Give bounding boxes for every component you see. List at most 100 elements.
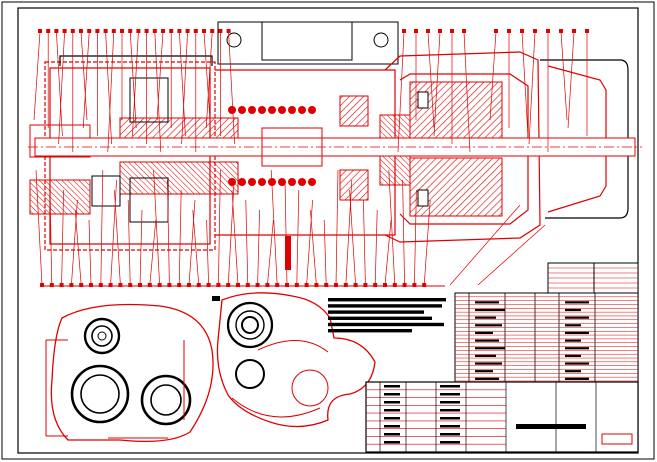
top-bracket: [217, 21, 399, 65]
balloon-leader-top: [177, 29, 186, 137]
balloon-leader-top: [489, 29, 498, 121]
balloon-leader-top: [169, 29, 174, 128]
spring-coil: [298, 106, 306, 114]
parts-table-cell-text: [475, 324, 502, 327]
balloon-leader-top: [193, 29, 198, 152]
parts-table-cell-text: [565, 301, 589, 304]
balloon-leader-bottom: [206, 219, 211, 287]
balloon-leader-bottom: [49, 179, 54, 287]
balloon-leader-top: [205, 29, 215, 129]
balloon-leader-bottom: [69, 199, 78, 287]
balloon-leader-top: [397, 29, 406, 153]
balloon-leader-top: [46, 29, 51, 128]
balloon-leader-top: [426, 29, 435, 129]
balloon-leader-top: [79, 29, 88, 121]
balloon-leader-bottom: [187, 199, 196, 287]
balloon-leader-bottom: [383, 219, 392, 287]
balloon-leader-top: [528, 29, 537, 145]
balloon-leader-top: [520, 29, 529, 137]
title-block-cell-text: [440, 441, 460, 444]
spring-coil: [308, 178, 316, 186]
balloon-leader-bottom: [153, 169, 162, 287]
balloon-leader-top: [181, 29, 190, 145]
main-shaft: [28, 127, 642, 167]
title-block-stamp: [601, 433, 633, 445]
balloon-leader-bottom: [74, 209, 84, 287]
title-block-cell-text: [384, 441, 400, 444]
balloon-leader-top: [218, 29, 223, 136]
note-line: [328, 304, 442, 308]
title-block-cell-text: [384, 425, 400, 428]
balloon-leader-bottom: [422, 199, 431, 287]
parts-table-cell-text: [475, 316, 496, 319]
parts-table-cell-text: [565, 324, 581, 327]
balloon-leader-top: [128, 29, 137, 129]
parts-table-cell-text: [475, 331, 493, 335]
balloon-leader-top: [226, 29, 235, 145]
title-block-cell-text: [440, 425, 460, 428]
balloon-leader-bottom: [388, 169, 397, 287]
balloon-leader-bottom: [349, 189, 358, 287]
spring-coil: [258, 178, 266, 186]
balloon-leaders-top: [33, 29, 589, 153]
title-block-cell-text: [384, 409, 400, 412]
balloon-leader-bottom: [108, 179, 117, 287]
balloon-leader-top: [462, 29, 471, 153]
balloon-leader-bottom: [98, 169, 104, 287]
title-block-cell-text: [440, 433, 460, 436]
balloon-leader-bottom: [363, 199, 368, 287]
title-block-cell-text: [384, 401, 400, 404]
balloon-leader-bottom: [177, 189, 182, 287]
balloon-leader-top: [156, 29, 165, 121]
balloon-leader-bottom: [265, 219, 274, 287]
technical-requirements-notes: [328, 298, 446, 333]
parts-table-cell-text: [475, 362, 502, 365]
parts-table-cell-text: [565, 316, 589, 319]
spring-coil: [228, 178, 236, 186]
spring-coil: [238, 178, 246, 186]
balloon-leader-bottom: [192, 209, 201, 287]
balloon-leader-bottom: [255, 209, 260, 287]
spring-coil: [288, 178, 296, 186]
section-view-gear: [212, 292, 376, 428]
title-block-cell-text: [440, 393, 460, 396]
balloon-leader-top: [559, 29, 568, 121]
balloon-leader-top: [132, 29, 141, 137]
balloon-leader-top: [120, 29, 124, 120]
balloon-leader-top: [54, 29, 63, 137]
title-block-cell-text: [440, 401, 460, 404]
balloon-leader-top: [152, 29, 162, 153]
parts-table-cell-text: [565, 347, 589, 350]
balloon-leader-top: [546, 29, 550, 152]
note-line: [328, 322, 444, 327]
balloon-leader-top: [58, 29, 67, 145]
spring-coil: [248, 178, 256, 186]
balloon-leader-bottom: [334, 169, 339, 287]
spring-coil: [298, 178, 306, 186]
title-block-cell-text: [384, 385, 400, 388]
balloon-leader-bottom: [127, 199, 133, 287]
balloon-leader-bottom: [147, 219, 157, 287]
spring-coil: [278, 106, 286, 114]
balloon-leader-bottom: [270, 169, 280, 287]
balloon-leaders-bottom: [35, 169, 546, 287]
parts-table-cell-text: [475, 339, 499, 342]
balloon-leader-bottom: [216, 169, 221, 287]
spring-coil: [268, 106, 276, 114]
balloon-leader-bottom: [323, 219, 329, 287]
parts-table-cell-text: [565, 377, 589, 380]
spring-coil: [238, 106, 246, 114]
title-block-frame: [365, 381, 639, 453]
balloon-leader-bottom: [114, 189, 123, 287]
parts-table-cell-text: [565, 370, 581, 373]
balloon-leader-top: [70, 29, 75, 152]
spring-coil: [248, 106, 256, 114]
balloon-leader-bottom: [449, 204, 521, 286]
spring-coil: [288, 106, 296, 114]
balloon-leader-top: [107, 29, 116, 153]
balloon-leader-bottom: [304, 199, 313, 287]
parts-table-cell-text: [565, 308, 581, 312]
